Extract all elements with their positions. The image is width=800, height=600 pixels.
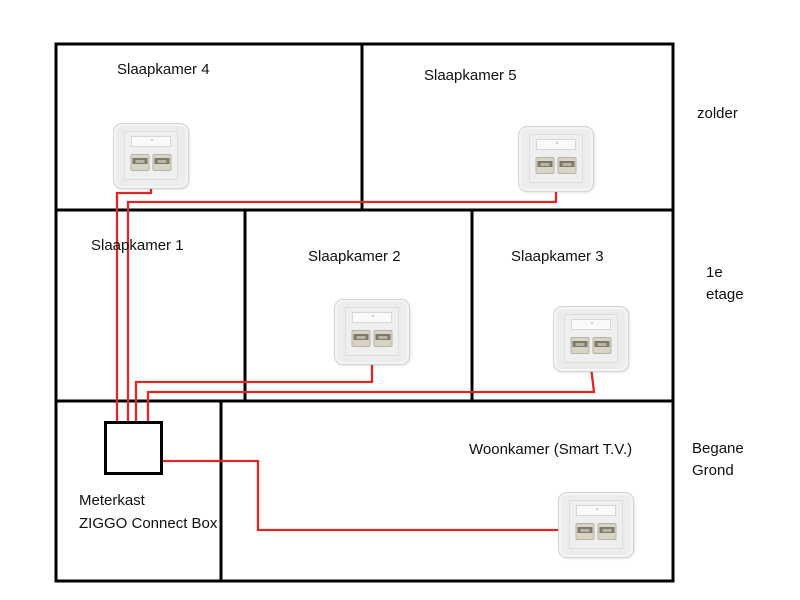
- outlet-frame: [564, 314, 618, 363]
- outlet-jacks: [130, 154, 172, 171]
- meterkast-caption-line1: Meterkast: [79, 492, 145, 509]
- rj45-jack-icon: [597, 523, 617, 540]
- outlet-label-window: [571, 319, 611, 330]
- ethernet-outlet-slaapkamer5: [518, 126, 594, 192]
- outlet-frame: [529, 134, 583, 183]
- cable-slaapkamer2: [134, 361, 374, 422]
- outlet-frame: [124, 131, 178, 180]
- house-outline: [54, 42, 675, 583]
- outlet-frame: [569, 500, 623, 549]
- rj45-jack-icon: [130, 154, 150, 171]
- meterkast-caption-line2: ZIGGO Connect Box: [79, 515, 218, 532]
- outlet-jacks: [351, 330, 393, 347]
- rj45-jack-icon: [152, 154, 172, 171]
- outlet-frame: [345, 307, 399, 356]
- rj45-jack-icon: [570, 337, 590, 354]
- rj45-jack-icon: [592, 337, 612, 354]
- outlet-jacks: [575, 523, 617, 540]
- outlet-label-window: [352, 312, 392, 323]
- floor-label-zolder: zolder: [697, 105, 738, 122]
- ethernet-outlet-woonkamer: [558, 492, 634, 558]
- outlet-label-window: [131, 136, 171, 147]
- room-label-slaapkamer3: Slaapkamer 3: [511, 248, 604, 265]
- ethernet-outlet-slaapkamer3: [553, 306, 629, 372]
- room-label-slaapkamer4: Slaapkamer 4: [117, 61, 210, 78]
- cable-slaapkamer5: [126, 187, 558, 422]
- floor-label-1e-etage: 1e etage: [706, 264, 744, 303]
- room-label-slaapkamer5: Slaapkamer 5: [424, 67, 517, 84]
- ziggo-connect-box: [104, 421, 163, 475]
- outlet-label-window: [536, 139, 576, 150]
- outlet-jacks: [535, 157, 577, 174]
- cable-woonkamer: [163, 459, 563, 532]
- floor-label-begane-grond: Begane Grond: [692, 440, 744, 479]
- rj45-jack-icon: [575, 523, 595, 540]
- outlet-label-window: [576, 505, 616, 516]
- rj45-jack-icon: [535, 157, 555, 174]
- ethernet-outlet-slaapkamer2: [334, 299, 410, 365]
- wall-lines: [54, 42, 675, 583]
- meterkast-caption: Meterkast ZIGGO Connect Box: [79, 489, 217, 535]
- rj45-jack-icon: [373, 330, 393, 347]
- ethernet-outlet-slaapkamer4: [113, 123, 189, 189]
- room-label-slaapkamer2: Slaapkamer 2: [308, 248, 401, 265]
- cable-slaapkamer3: [146, 366, 596, 422]
- outlet-jacks: [570, 337, 612, 354]
- rj45-jack-icon: [557, 157, 577, 174]
- cable-slaapkamer4: [115, 184, 153, 422]
- room-label-slaapkamer1: Slaapkamer 1: [91, 237, 184, 254]
- rj45-jack-icon: [351, 330, 371, 347]
- cable-lines: [115, 184, 596, 532]
- room-label-woonkamer: Woonkamer (Smart T.V.): [469, 441, 633, 458]
